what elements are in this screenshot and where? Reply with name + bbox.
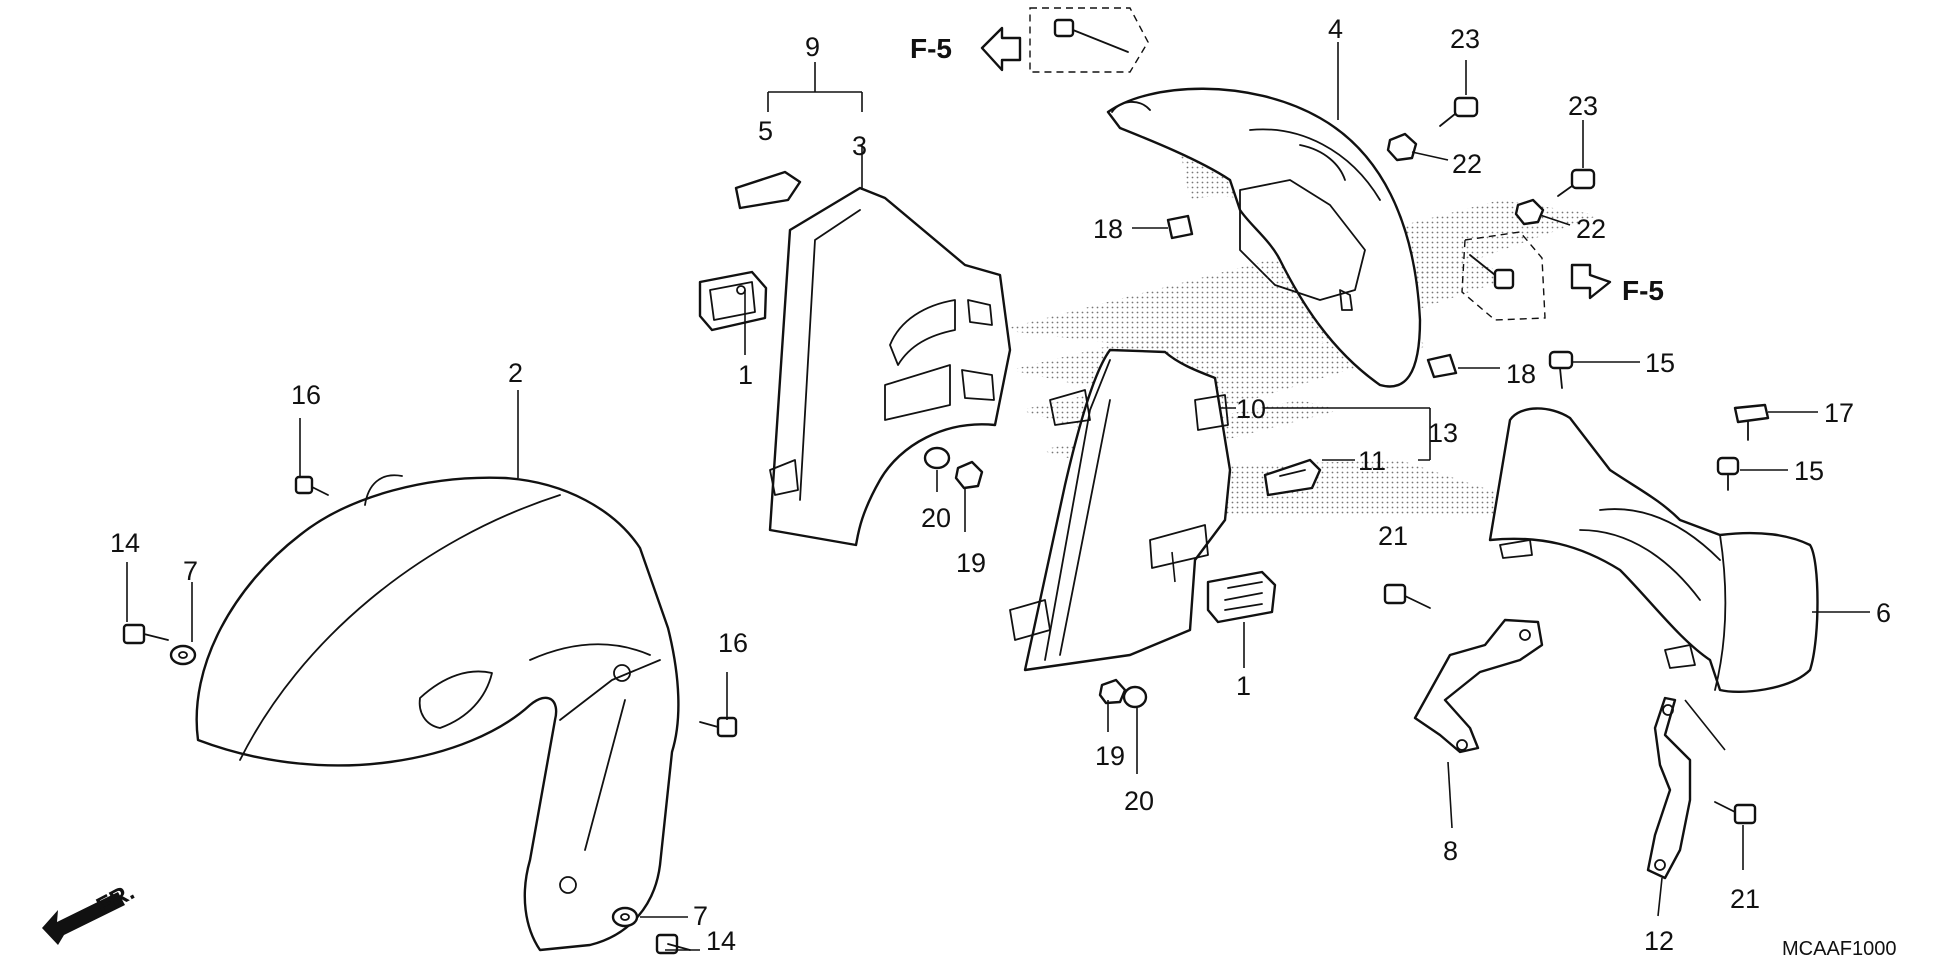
screw-16-lower [699, 716, 738, 738]
ref-arrow-left [980, 26, 1022, 72]
washer-20-lower [1122, 685, 1148, 709]
callout-2: 2 [508, 358, 523, 388]
leader-lines [126, 42, 1870, 951]
callout-16a: 16 [291, 380, 321, 410]
callout-23a: 23 [1450, 24, 1480, 54]
callout-1b: 1 [1236, 671, 1251, 701]
diagram-code: MCAAF1000 [1782, 938, 1897, 960]
callout-23b: 23 [1568, 91, 1598, 121]
screw-15-lower [1716, 456, 1740, 491]
inner-fender-left [768, 186, 1012, 547]
ref-bolt-right [1461, 231, 1546, 321]
nut-22-lower [1514, 198, 1545, 226]
nut-19-upper [954, 460, 984, 490]
screw-16-upper [294, 475, 329, 496]
callout-15a: 15 [1645, 348, 1675, 378]
bolt-23-lower [1557, 168, 1596, 197]
callout-22b: 22 [1576, 214, 1606, 244]
callout-14a: 14 [110, 528, 140, 558]
callout-13: 13 [1428, 418, 1458, 448]
ref-arrow-right [1570, 263, 1612, 300]
callout-4: 4 [1328, 14, 1343, 44]
bolt-21-upper [1383, 583, 1431, 609]
callout-9: 9 [805, 32, 820, 62]
callout-1a: 1 [738, 360, 753, 390]
callout-15b: 15 [1794, 456, 1824, 486]
callout-20b: 20 [1124, 786, 1154, 816]
ref-label-left: F-5 [910, 33, 952, 64]
callout-21a: 21 [1378, 521, 1408, 551]
reflector-pad-11 [1263, 458, 1322, 497]
nut-19-lower [1098, 678, 1127, 705]
reflector-left [698, 270, 768, 332]
callout-11: 11 [1358, 446, 1386, 476]
clip-17 [1733, 403, 1770, 441]
callout-5: 5 [758, 116, 773, 146]
bolt-21-lower [1714, 801, 1757, 825]
callout-3: 3 [852, 131, 867, 161]
callout-17: 17 [1824, 398, 1854, 428]
washer-7-upper [169, 644, 197, 666]
clip-18-lower [1426, 353, 1458, 379]
callout-22a: 22 [1452, 149, 1482, 179]
callout-18b: 18 [1506, 359, 1536, 389]
callouts: 1 1 2 3 4 5 6 7 7 8 9 10 11 12 13 14 14 … [110, 14, 1891, 956]
callout-6: 6 [1876, 598, 1891, 628]
clip-18-upper [1166, 214, 1194, 240]
hardware [122, 7, 1770, 955]
front-direction-arrow [42, 892, 125, 945]
callout-14b: 14 [706, 926, 736, 956]
washer-7-lower [611, 906, 639, 928]
callout-18a: 18 [1093, 214, 1123, 244]
callout-8: 8 [1443, 836, 1458, 866]
callout-16b: 16 [718, 628, 748, 658]
bolt-14-lower [655, 933, 691, 955]
hugger-fender [1106, 87, 1422, 388]
ref-label-right: F-5 [1622, 275, 1664, 306]
callout-20a: 20 [921, 503, 951, 533]
bolt-23-upper [1439, 96, 1479, 127]
washer-20-upper [923, 446, 951, 470]
mud-flap [1488, 407, 1819, 693]
callout-10: 10 [1236, 394, 1266, 424]
inner-fender-right [1009, 348, 1232, 672]
screw-15-upper [1548, 350, 1574, 389]
stay-bracket-12 [1646, 696, 1692, 880]
callout-12: 12 [1644, 926, 1674, 956]
callout-7b: 7 [693, 901, 708, 931]
ref-bolt-left [1029, 7, 1149, 73]
nut-22-upper [1386, 132, 1418, 162]
reflector-pad-5 [734, 170, 802, 210]
callout-7a: 7 [183, 556, 198, 586]
callout-19a: 19 [956, 548, 986, 578]
reflector-right [1206, 570, 1277, 624]
front-fender [195, 474, 680, 952]
bolt-14-upper [122, 623, 169, 645]
callout-19b: 19 [1095, 741, 1125, 771]
stay-bracket-8 [1413, 618, 1544, 754]
callout-21b: 21 [1730, 884, 1760, 914]
